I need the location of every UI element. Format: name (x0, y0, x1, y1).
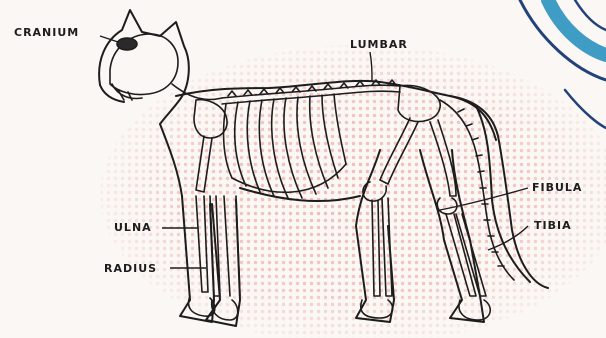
label-tibia: TIBIA (534, 219, 572, 232)
skull-eye-socket (117, 38, 137, 50)
label-cranium: CRANIUM (14, 26, 79, 39)
label-radius: RADIUS (104, 262, 157, 275)
label-lumbar: LUMBAR (350, 38, 408, 51)
label-fibula: FIBULA (532, 181, 582, 194)
label-ulna: ULNA (114, 221, 152, 234)
